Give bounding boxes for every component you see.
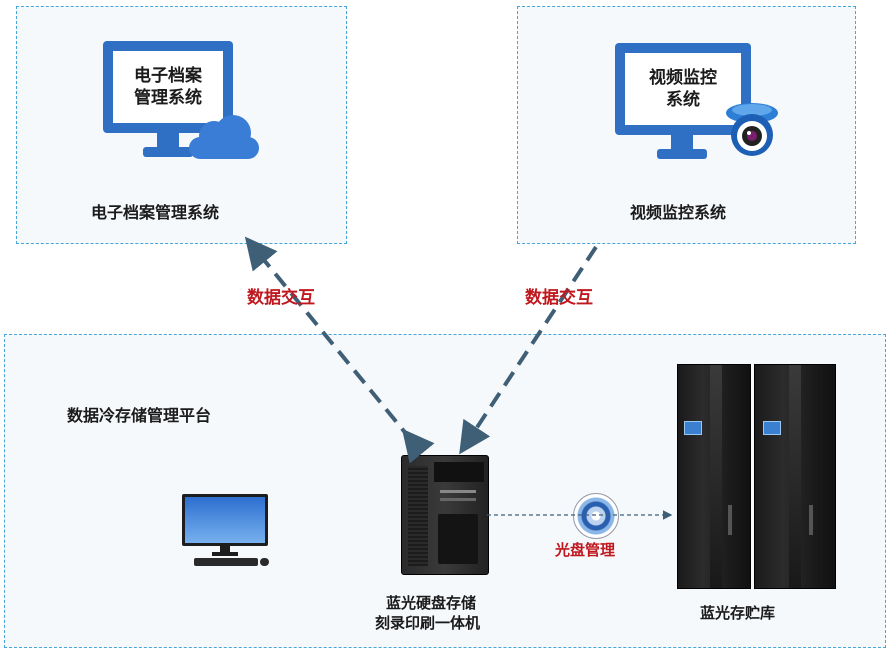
video-caption: 视频监控系统 <box>630 203 727 222</box>
left-arrow-label: 数据交互 <box>247 288 315 308</box>
archive-caption: 电子档案管理系统 <box>91 203 220 222</box>
security-camera-icon <box>726 103 778 156</box>
left-bidirectional-arrow <box>244 236 435 464</box>
archive-system-box: 电子档案 管理系统 电子档案管理系统 <box>16 6 347 244</box>
video-system-box: 视频监控 系统 视频监控系统 <box>517 6 856 244</box>
video-monitor-icon: 视频监控 系统 <box>615 43 785 173</box>
desktop-pc-icon <box>182 494 272 574</box>
burner-label-line2: 刻录印刷一体机 <box>375 614 481 632</box>
disc-management-label: 光盘管理 <box>555 541 616 559</box>
platform-caption: 数据冷存储管理平台 <box>67 406 212 425</box>
video-screen-text: 视频监控 系统 <box>625 53 741 125</box>
right-arrow <box>459 245 598 455</box>
right-arrow-label: 数据交互 <box>525 288 593 308</box>
library-label: 蓝光存贮库 <box>700 604 776 622</box>
archive-monitor-icon: 电子档案 管理系统 <box>103 41 263 171</box>
tower-server-icon <box>401 455 489 575</box>
disc-icon <box>573 493 619 539</box>
archive-screen-text: 电子档案 管理系统 <box>113 51 223 123</box>
burner-label-line1: 蓝光硬盘存储 <box>386 594 477 612</box>
